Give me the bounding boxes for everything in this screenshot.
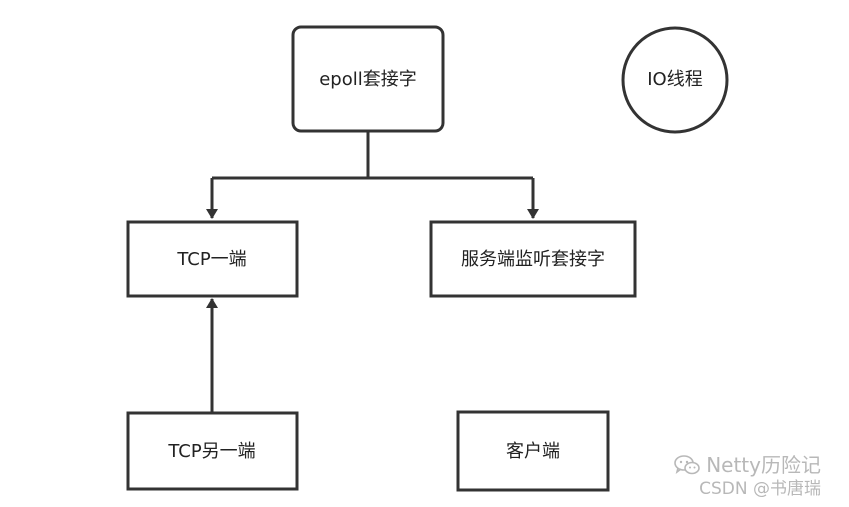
node-tcp-other-end: TCP另一端 [126,411,299,491]
node-io-thread: IO线程 [621,26,729,134]
node-tcp-end-box [126,220,299,298]
watermark-line1: Netty历险记 [706,453,821,477]
node-epoll: epoll套接字 [291,25,445,133]
node-server-listen: 服务端监听套接字 [429,220,637,298]
node-epoll-label: epoll套接字 [319,69,417,90]
node-tcp-end-label: TCP一端 [176,249,246,270]
node-tcp-end: TCP一端 [126,220,299,298]
node-client: 客户端 [456,410,610,492]
node-io-thread-circle [621,26,729,134]
watermark: Netty历险记 CSDN @书唐瑞 [674,453,821,501]
node-server-listen-label: 服务端监听套接字 [461,249,605,270]
node-io-thread-label: IO线程 [647,69,702,90]
watermark-line2: CSDN @书唐瑞 [699,479,821,499]
wechat-icon [674,455,701,475]
node-client-box [456,410,610,492]
node-tcp-other-end-box [126,411,299,491]
node-tcp-other-end-label: TCP另一端 [167,441,255,462]
node-server-listen-box [429,220,637,298]
node-epoll-box [291,25,445,133]
watermark-line1-row: Netty历险记 [674,453,821,477]
node-client-label: 客户端 [506,441,560,462]
edges [206,132,539,412]
